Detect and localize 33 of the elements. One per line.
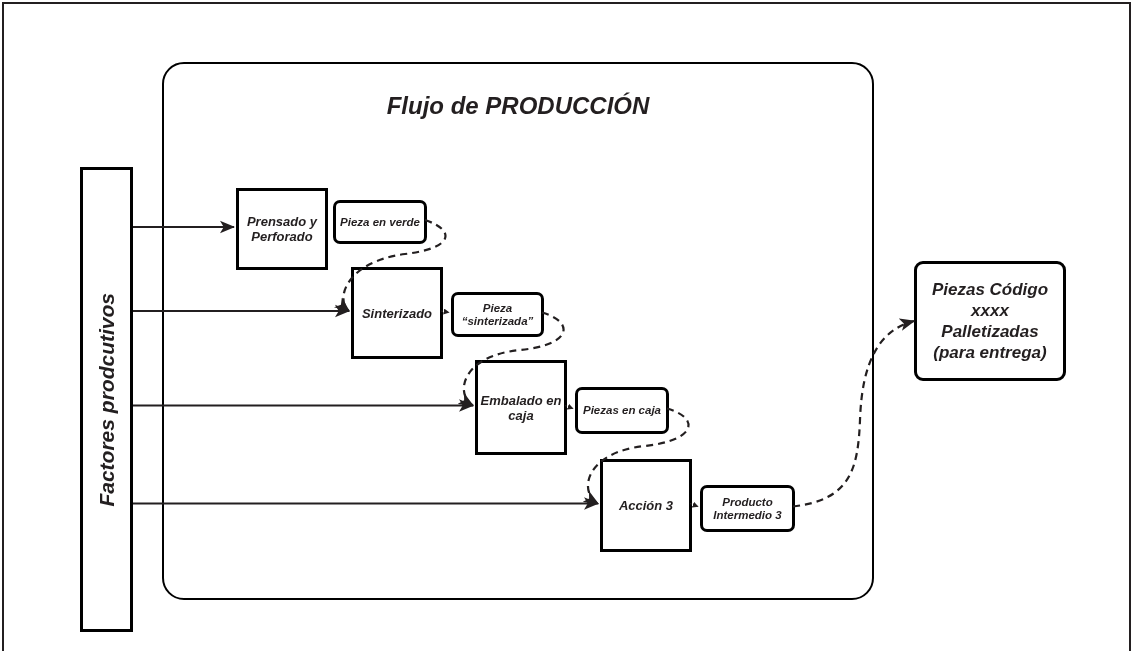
arrow xyxy=(133,220,236,234)
dashed-arrow xyxy=(582,407,690,505)
dashed-arrow xyxy=(564,403,574,410)
node-label: Acción 3 xyxy=(618,498,674,513)
result-box xyxy=(914,261,1066,381)
production-flow-panel xyxy=(162,62,874,600)
node-label: Embalado en caja xyxy=(480,392,562,423)
node-label: Factores prodcutivos xyxy=(93,292,119,507)
node-label: Pieza en verde xyxy=(340,215,420,229)
node-label: Sinterizado xyxy=(361,305,433,321)
output-box xyxy=(451,292,544,337)
node-label: Piezas en caja xyxy=(583,404,661,417)
process-box xyxy=(351,267,443,359)
output-box xyxy=(700,485,795,532)
node-label: Prensado y Perforado xyxy=(245,214,319,244)
output-box xyxy=(575,387,669,434)
node-label: Pieza “sinterizada” xyxy=(460,301,535,328)
node-label: Flujo de PRODUCCIÓN xyxy=(386,91,650,121)
dashed-arrow xyxy=(440,308,450,315)
process-box xyxy=(236,188,328,270)
process-box xyxy=(600,459,692,552)
arrow xyxy=(133,304,351,318)
arrow xyxy=(133,497,600,510)
dashed-arrow xyxy=(689,501,699,508)
arrow xyxy=(133,399,475,412)
node-label: Producto Intermedio 3 xyxy=(712,495,783,522)
process-box xyxy=(475,360,567,455)
inputs-bar xyxy=(80,167,133,632)
dashed-arrow xyxy=(792,319,916,508)
dashed-arrow xyxy=(334,218,447,312)
node-label: Piezas Código xxxx Palletizadas (para entrega) xyxy=(930,279,1050,363)
dashed-arrow xyxy=(457,311,565,407)
output-box xyxy=(333,200,427,244)
